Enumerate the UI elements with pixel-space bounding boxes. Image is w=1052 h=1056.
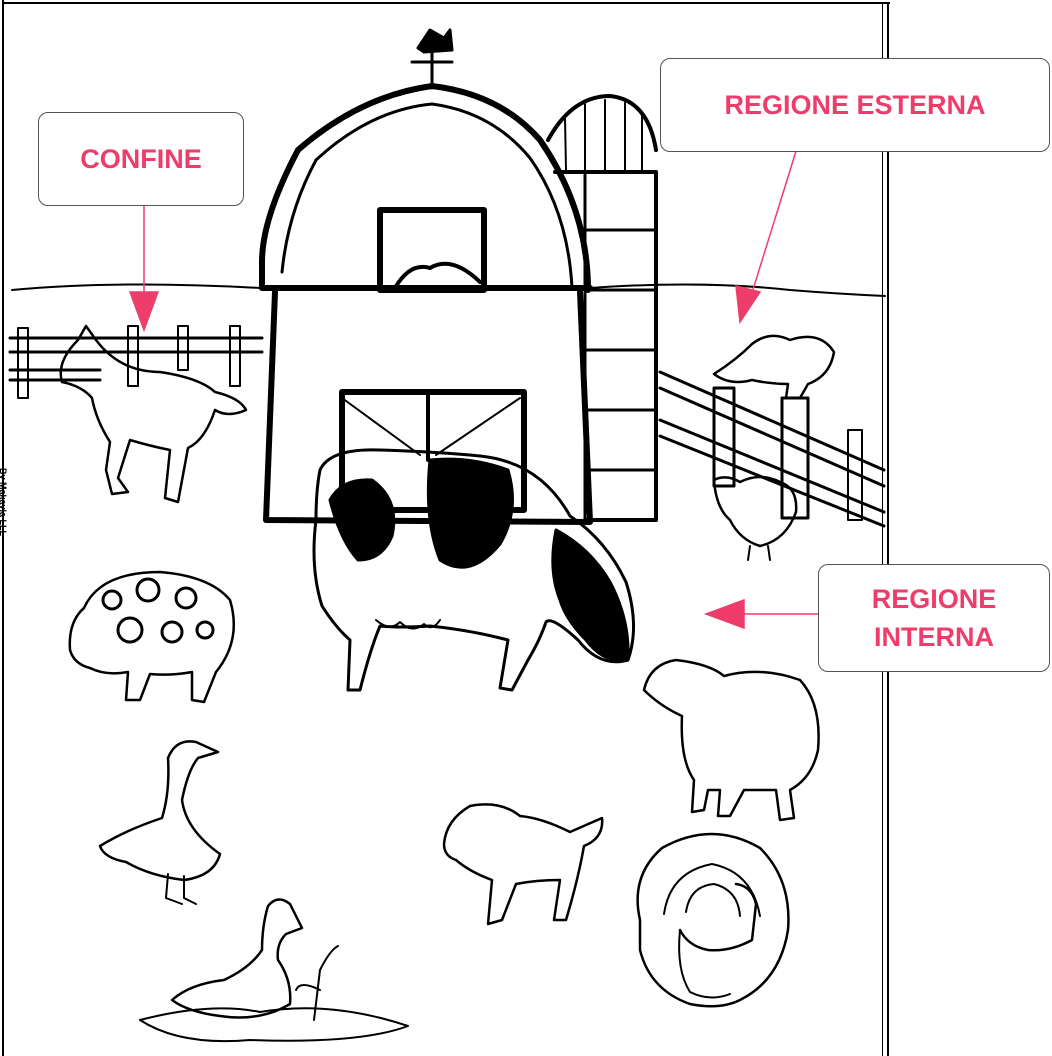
duck-icon (140, 899, 408, 1041)
esterna-arrowhead (736, 286, 760, 322)
fence-right-icon (660, 372, 884, 526)
callout-confine: CONFINE (38, 112, 244, 206)
barn-icon (262, 86, 590, 522)
weathervane-icon (412, 30, 452, 88)
fence-left-icon (10, 326, 262, 398)
pig-icon (70, 572, 234, 702)
confine-arrowhead (130, 292, 158, 330)
callout-regione-interna: REGIONE INTERNA (818, 564, 1050, 672)
goose-icon (100, 741, 220, 904)
callout-confine-label: CONFINE (80, 140, 202, 178)
turkey-icon (638, 834, 789, 1006)
silo-icon (548, 96, 656, 520)
interna-arrowhead (706, 600, 744, 628)
esterna-arrow-line (751, 148, 797, 296)
callout-regione-esterna: REGIONE ESTERNA (660, 58, 1050, 152)
callout-regione-interna-line1: REGIONE (872, 580, 997, 618)
dog-icon (444, 804, 602, 924)
credit-text: By Makayla LLL (0, 468, 8, 548)
callout-regione-esterna-label: REGIONE ESTERNA (724, 86, 985, 124)
callout-regione-interna-line2: INTERNA (874, 618, 994, 656)
sheep-icon (644, 660, 819, 820)
